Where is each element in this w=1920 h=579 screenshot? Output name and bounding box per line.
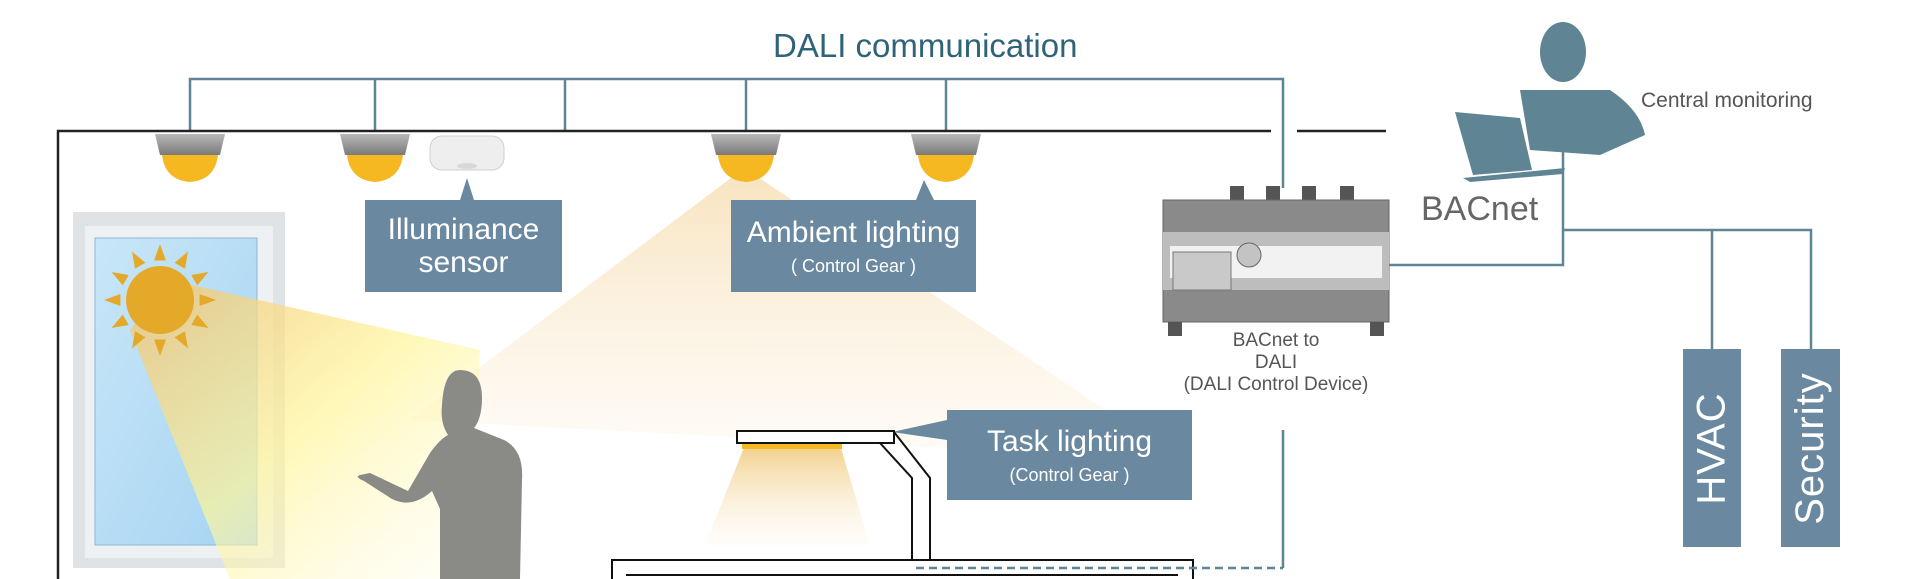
person-silhouette bbox=[357, 370, 523, 579]
illuminance-sensor-icon bbox=[429, 135, 505, 171]
task-sub: (Control Gear ) bbox=[1009, 464, 1130, 485]
task-title: Task lighting bbox=[986, 424, 1153, 458]
device-line1: BACnet to bbox=[1232, 330, 1320, 351]
operator-silhouette-icon bbox=[1455, 22, 1645, 182]
sun-ray bbox=[174, 331, 188, 349]
ceiling-lamps bbox=[155, 134, 981, 182]
task-lighting-label: Task lighting (Control Gear ) bbox=[947, 410, 1192, 500]
sun-ray bbox=[154, 339, 166, 356]
device-line2: DALI bbox=[1254, 352, 1298, 373]
sun-ray bbox=[111, 272, 129, 286]
lamp-icon bbox=[340, 134, 410, 182]
lamp-icon bbox=[711, 134, 781, 182]
sun-ray bbox=[111, 314, 129, 328]
sun-ray bbox=[191, 314, 209, 328]
sun-ray bbox=[199, 294, 216, 306]
security-box: Security bbox=[1781, 349, 1840, 547]
sun-ray bbox=[104, 294, 121, 306]
sun-ray bbox=[154, 244, 166, 261]
hvac-box: HVAC bbox=[1683, 349, 1741, 547]
device-line3: (DALI Control Device) bbox=[1183, 374, 1369, 395]
ambient-sub: ( Control Gear ) bbox=[790, 255, 917, 276]
illuminance-line2: sensor bbox=[418, 246, 509, 279]
ambient-lighting-label: Ambient lighting ( Control Gear ) bbox=[731, 200, 976, 292]
bacnet-bus bbox=[1389, 140, 1813, 349]
task-pointer bbox=[892, 420, 947, 440]
sun-ray bbox=[191, 272, 209, 286]
room-outline bbox=[56, 129, 1386, 579]
sunlight-beam bbox=[130, 280, 480, 579]
ambient-light-beam bbox=[410, 175, 1180, 460]
security-label: Security bbox=[1788, 371, 1832, 525]
sun-ray bbox=[132, 331, 146, 349]
sensor-pointer bbox=[460, 178, 474, 200]
hvac-label: HVAC bbox=[1689, 391, 1734, 505]
lamp-icon bbox=[155, 134, 225, 182]
sun-icon bbox=[104, 244, 216, 356]
device-label: BACnet to DALI (DALI Control Device) bbox=[1160, 330, 1392, 396]
dali-bus bbox=[188, 77, 1285, 188]
task-bus bbox=[916, 430, 1285, 570]
sun-ray bbox=[132, 251, 146, 269]
desk bbox=[611, 559, 1194, 579]
task-lamp bbox=[705, 430, 931, 562]
central-monitoring-label: Central monitoring bbox=[1641, 89, 1813, 112]
dali-communication-title: DALI communication bbox=[773, 27, 1078, 64]
illuminance-sensor-label: Illuminance sensor bbox=[365, 200, 562, 292]
ambient-pointer bbox=[916, 180, 934, 200]
ambient-title: Ambient lighting bbox=[746, 215, 961, 249]
lamp-icon bbox=[911, 134, 981, 182]
illuminance-line1: Illuminance bbox=[387, 213, 540, 246]
bacnet-dali-device-icon bbox=[1162, 186, 1390, 336]
sun-ray bbox=[174, 251, 188, 269]
bacnet-label: BACnet bbox=[1421, 190, 1539, 228]
